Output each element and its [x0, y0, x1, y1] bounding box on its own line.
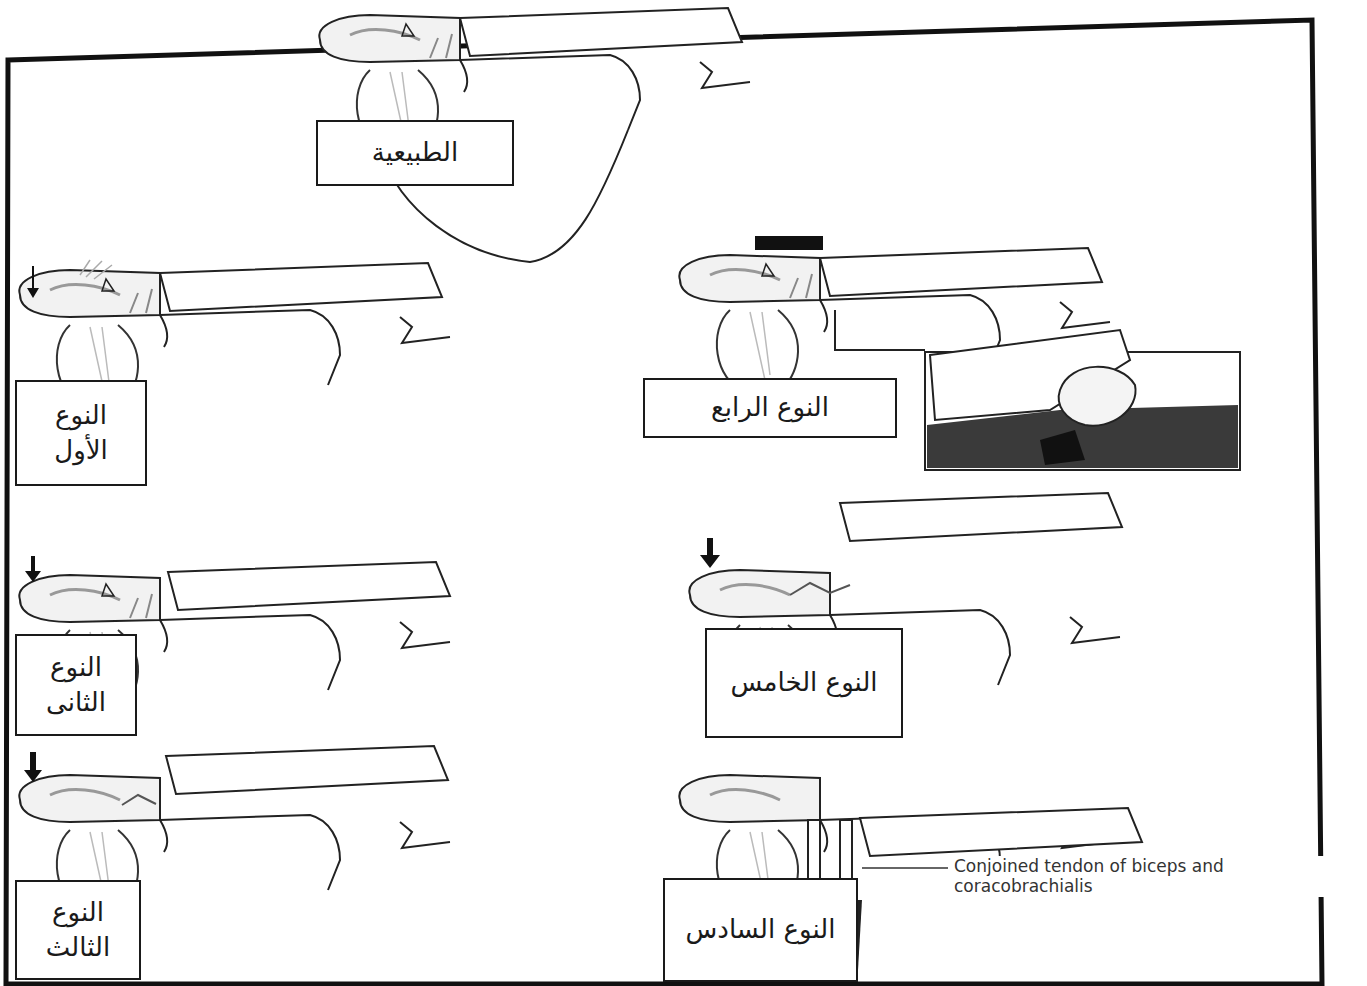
- label-box: النوع الرابع: [643, 378, 897, 438]
- type-label: النوع السادس: [686, 912, 836, 947]
- type-label: الطبيعية: [372, 135, 459, 170]
- type-label: النوع الرابع: [711, 390, 829, 425]
- anatomy-label: Conjoined tendon of biceps and coracobra…: [952, 856, 1361, 897]
- type-label: النوع الأول: [27, 398, 135, 468]
- label-box: الطبيعية: [316, 120, 514, 186]
- label-box: النوع السادس: [663, 878, 858, 982]
- type-label: النوع الخامس: [730, 665, 877, 700]
- label-box: النوع الثالث: [15, 880, 141, 980]
- type-label: النوع الثانى: [27, 650, 125, 720]
- type-label: النوع الثالث: [27, 895, 129, 965]
- label-box: النوع الخامس: [705, 628, 903, 738]
- label-box: النوع الأول: [15, 380, 147, 486]
- label-box: النوع الثانى: [15, 634, 137, 736]
